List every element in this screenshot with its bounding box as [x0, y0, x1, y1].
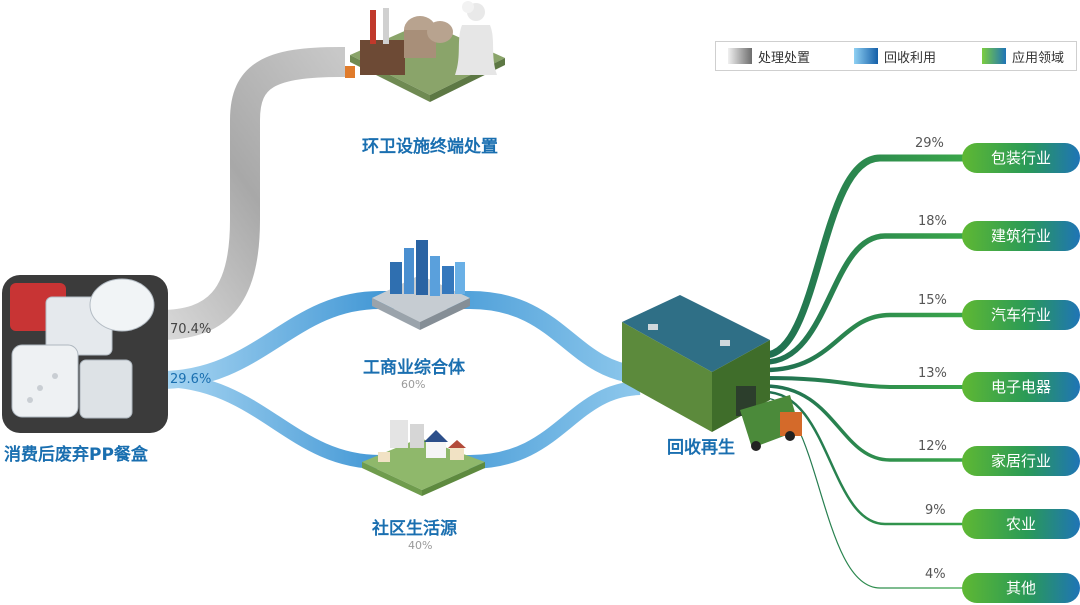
app-percent-agriculture: 9% [925, 503, 946, 518]
app-pill-construction: 建筑行业 [962, 221, 1080, 251]
legend-swatch-green [982, 48, 1006, 64]
plant-label: 回收再生 [667, 438, 735, 458]
legend-label-disposal: 处理处置 [758, 50, 811, 66]
legend-item-disposal: 处理处置 [728, 47, 811, 66]
pp-food-containers-image [2, 275, 168, 433]
legend-label-recycle: 回收利用 [884, 50, 937, 66]
disposal-flow [159, 47, 345, 340]
app-pill-packaging: 包装行业 [962, 143, 1080, 173]
app-percent-automotive: 15% [918, 293, 947, 308]
community-share: 40% [408, 539, 433, 552]
recycling-plant-image [622, 295, 802, 451]
legend-swatch-blue [854, 48, 878, 64]
app-pill-home: 家居行业 [962, 446, 1080, 476]
app-pill-agriculture: 农业 [962, 509, 1080, 539]
app-percent-construction: 18% [918, 214, 947, 229]
legend-item-recycle: 回收利用 [854, 47, 937, 66]
commercial-complex-image [372, 240, 470, 330]
app-percent-other: 4% [925, 567, 946, 582]
community-houses-image [362, 420, 485, 496]
source-label: 消费后废弃PP餐盒 [4, 445, 148, 465]
legend-item-application: 应用领域 [982, 47, 1065, 66]
commercial-label: 工商业综合体 [363, 358, 465, 378]
disposal-node-label: 环卫设施终端处置 [362, 137, 498, 157]
commercial-share: 60% [401, 378, 426, 391]
application-flows [764, 154, 965, 589]
disposal-plant-image [345, 1, 505, 102]
app-pill-other: 其他 [962, 573, 1080, 603]
legend-label-application: 应用领域 [1012, 50, 1065, 66]
landfill-percent: 70.4% [170, 322, 212, 337]
app-pill-electronics: 电子电器 [962, 372, 1080, 402]
app-percent-packaging: 29% [915, 136, 944, 151]
app-percent-home: 12% [918, 439, 947, 454]
app-pill-automotive: 汽车行业 [962, 300, 1080, 330]
recycle-percent: 29.6% [170, 372, 212, 387]
community-label: 社区生活源 [372, 519, 457, 539]
legend-swatch-gray [728, 48, 752, 64]
legend: 处理处置 回收利用 应用领域 [715, 41, 1077, 71]
app-percent-electronics: 13% [918, 366, 947, 381]
